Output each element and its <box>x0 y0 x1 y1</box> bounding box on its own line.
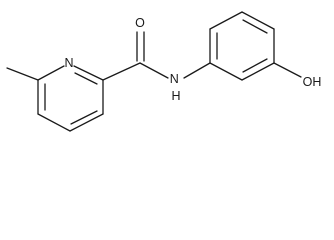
atom-label-pyridine-n: N <box>64 56 73 70</box>
bond-pyridine-c6-n <box>37 65 65 81</box>
bond-pyridine-c3-c4-inner <box>70 110 98 125</box>
atom-label-amide-nh: N H <box>170 72 183 103</box>
bond-phenyl-c3-c4 <box>241 11 275 30</box>
atom-label-amide-n: N <box>170 72 179 86</box>
atom-label-carbonyl-o: O <box>135 16 145 30</box>
bond-pyridine-c4-c5 <box>37 113 71 132</box>
bond-pyridine-n-c2 <box>73 65 104 81</box>
bond-methyl <box>6 67 39 81</box>
atom-label-hydroxyl: OH <box>303 75 322 89</box>
atom-label-amide-h: H <box>171 89 180 103</box>
bond-carbonyl-n <box>139 62 169 79</box>
bond-pyridine-c3-c4 <box>69 113 104 132</box>
structure-svg: N O OH N H <box>6 11 322 132</box>
molecule-diagram: N O OH N H <box>6 11 322 132</box>
bond-phenyl-c5-c6-inner <box>242 58 268 73</box>
bond-phenyl-c2-c3 <box>209 11 243 30</box>
bond-hydroxyl <box>273 62 302 78</box>
bond-phenyl-c5-c6 <box>241 62 275 81</box>
bond-n-phenyl <box>183 62 211 79</box>
bond-phenyl-c3-c4-inner <box>242 19 268 34</box>
bond-ring-carbonyl <box>102 62 141 81</box>
bond-pyridine-n-c2-inner <box>74 72 98 85</box>
bond-phenyl-c6-c1 <box>209 62 243 81</box>
